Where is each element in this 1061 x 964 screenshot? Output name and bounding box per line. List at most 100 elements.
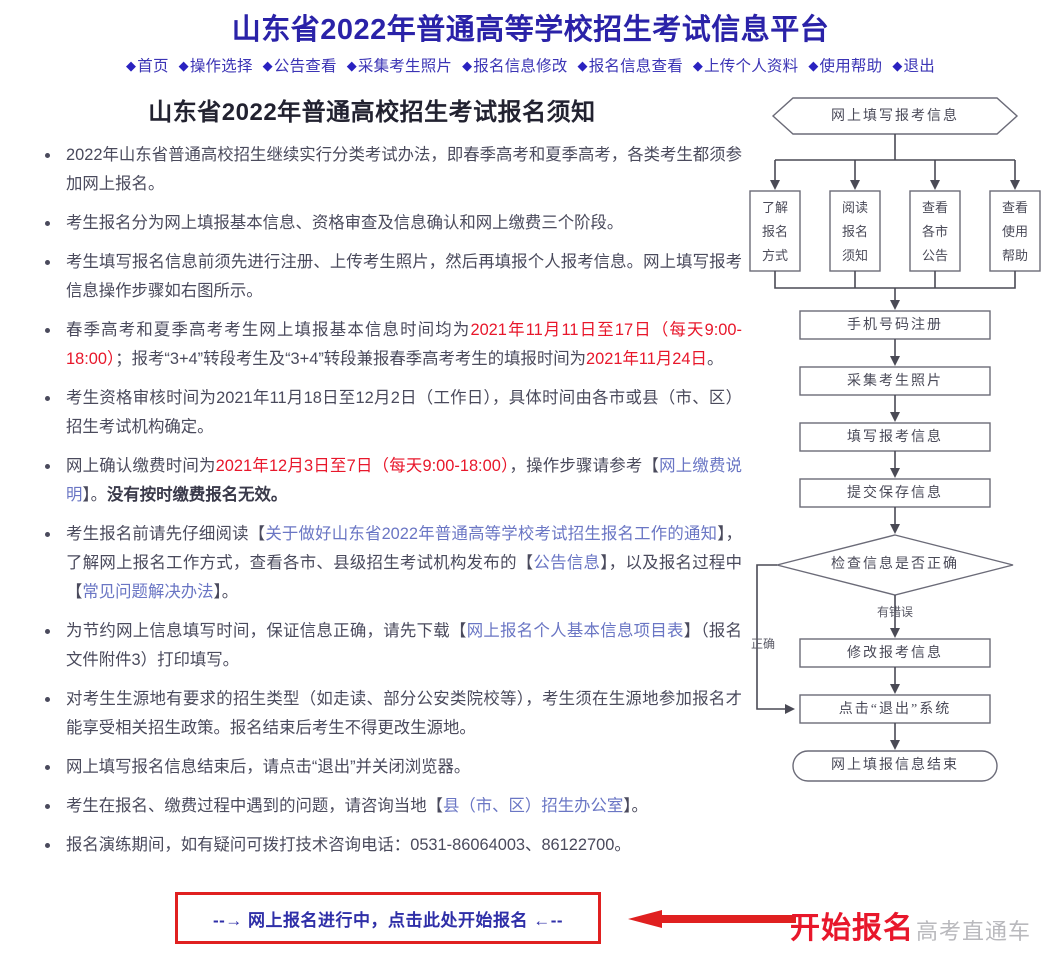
flow-branch-line: 公告 xyxy=(922,248,948,263)
inline-text: 没有按时缴费报名无效。 xyxy=(106,486,288,504)
red-arrow-icon xyxy=(628,910,796,928)
cta-row: --→ 网上报名进行中，点击此处开始报名 ←-- 开始报名 高考直通车 xyxy=(0,890,1061,964)
notice-list: 2022年山东省普通高校招生继续实行分类考试办法，即春季高考和夏季高考，各类考生… xyxy=(32,141,742,860)
flow-start-label: 网上填写报考信息 xyxy=(831,107,959,124)
nav-item-label: 使用帮助 xyxy=(819,58,883,75)
flow-branch-box-1 xyxy=(829,190,881,272)
inline-text: 2021年11月24日 xyxy=(586,350,707,368)
inline-text: 报名演练期间，如有疑问可拨打技术咨询电话：0531-86064003、86122… xyxy=(66,836,631,854)
site-header: 山东省2022年普通高等学校招生考试信息平台 ◆首页◆操作选择◆公告查看◆采集考… xyxy=(0,0,1061,78)
inline-link[interactable]: 网上报名个人基本信息项目表 xyxy=(466,622,684,640)
flow-branch-line: 须知 xyxy=(842,248,868,263)
inline-text: 对考生生源地有要求的招生类型（如走读、部分公安类院校等），考生须在生源地参加报名… xyxy=(66,690,742,737)
flow-branch-box-3 xyxy=(989,190,1041,272)
inline-text: 】。 xyxy=(213,583,239,601)
inline-text: 考生报名前请先仔细阅读【 xyxy=(66,525,266,543)
flow-start-shape xyxy=(771,97,1019,135)
inline-link[interactable]: 常见问题解决办法 xyxy=(82,583,214,601)
page-title: 山东省2022年普通高等学校招生考试信息平台 xyxy=(231,14,830,46)
inline-link[interactable]: 网上缴费说明 xyxy=(66,457,743,504)
registration-flowchart: 网上填写报考信息 了解报名方式 阅读报名须知 查看各市公告 查看使用帮助 xyxy=(745,88,1045,878)
item-read-notice: 考生报名前请先仔细阅读【关于做好山东省2022年普通高等学校考试招生报名工作的通… xyxy=(32,520,742,607)
diamond-bullet-icon: ◆ xyxy=(178,58,189,73)
inline-link[interactable]: 关于做好山东省2022年普通高等学校考试招生报名工作的通知 xyxy=(265,525,718,543)
flow-step-box-0 xyxy=(799,310,991,340)
notice-heading: 山东省2022年普通高校招生考试报名须知 xyxy=(148,99,596,126)
flow-branch-line: 报名 xyxy=(842,224,868,239)
diamond-bullet-icon: ◆ xyxy=(892,58,903,73)
item-hotline: 报名演练期间，如有疑问可拨打技术咨询电话：0531-86064003、86122… xyxy=(32,831,742,860)
flow-branch-line: 查看 xyxy=(1002,200,1028,215)
nav-item-2[interactable]: ◆公告查看 xyxy=(263,55,337,78)
nav-item-label: 采集考生照片 xyxy=(357,58,453,75)
flow-decision-label: 检查信息是否正确 xyxy=(831,555,959,572)
inline-text: 】，了解网上报名工作方式，查看各市、县级招生考试机构发布的【 xyxy=(66,525,743,572)
item-basic-info-time: 春季高考和夏季高考考生网上填报基本信息时间均为2021年11月11日至17日（每… xyxy=(32,316,742,374)
diamond-bullet-icon: ◆ xyxy=(462,58,473,73)
flow-branch-line: 阅读 xyxy=(842,200,868,215)
nav-item-3[interactable]: ◆采集考生照片 xyxy=(347,55,452,78)
flow-branch-line: 帮助 xyxy=(1002,248,1028,263)
nav-item-4[interactable]: ◆报名信息修改 xyxy=(462,55,567,78)
flow-fix-label: 修改报考信息 xyxy=(847,644,943,661)
inline-text: 考生资格审核时间为2021年11月18日至12月2日（工作日），具体时间由各市或… xyxy=(66,389,742,436)
diamond-bullet-icon: ◆ xyxy=(808,58,819,73)
flow-branch-line: 使用 xyxy=(1002,224,1028,239)
diamond-bullet-icon: ◆ xyxy=(577,58,588,73)
diamond-bullet-icon: ◆ xyxy=(126,58,137,73)
flow-step-label-2: 填写报考信息 xyxy=(847,428,943,445)
nav-item-0[interactable]: ◆首页 xyxy=(126,55,169,78)
inline-text: 。 xyxy=(706,350,724,368)
inline-text: 2022年山东省普通高校招生继续实行分类考试办法，即春季高考和夏季高考，各类考生… xyxy=(66,146,742,193)
nav-item-8[interactable]: ◆退出 xyxy=(892,55,935,78)
item-payment-time: 网上确认缴费时间为2021年12月3日至7日（每天9:00-18:00），操作步… xyxy=(32,452,742,510)
inline-text: 春季高考和夏季高考考生网上填报基本信息时间均为 xyxy=(66,321,471,339)
item-logout-browser: 网上填写报名信息结束后，请点击“退出”并关闭浏览器。 xyxy=(32,753,742,782)
main-nav: ◆首页◆操作选择◆公告查看◆采集考生照片◆报名信息修改◆报名信息查看◆上传个人资… xyxy=(0,55,1061,78)
nav-item-7[interactable]: ◆使用帮助 xyxy=(808,55,882,78)
start-registration-label: --→ 网上报名进行中，点击此处开始报名 ←-- xyxy=(212,910,564,930)
notice-article: 山东省2022年普通高校招生考试报名须知 2022年山东省普通高校招生继续实行分… xyxy=(32,92,742,870)
inline-link[interactable]: 公告信息 xyxy=(533,554,601,572)
item-consult-office: 考生在报名、缴费过程中遇到的问题，请咨询当地【县（市、区）招生办公室】。 xyxy=(32,792,742,821)
diamond-bullet-icon: ◆ xyxy=(346,58,357,73)
inline-text: 考生报名分为网上填报基本信息、资格审查及信息确认和网上缴费三个阶段。 xyxy=(66,214,624,232)
nav-item-1[interactable]: ◆操作选择 xyxy=(179,55,253,78)
nav-item-label: 退出 xyxy=(903,58,935,75)
flow-exit-box xyxy=(799,694,991,724)
item-source-place: 对考生生源地有要求的招生类型（如走读、部分公安类院校等），考生须在生源地参加报名… xyxy=(32,685,742,743)
flow-step-label-1: 采集考生照片 xyxy=(847,372,943,389)
flow-branch-line: 各市 xyxy=(922,224,948,239)
inline-text: 】。 xyxy=(82,486,107,504)
inline-text: 网上确认缴费时间为 xyxy=(66,457,216,475)
item-register-first: 考生填写报名信息前须先进行注册、上传考生照片，然后再填报个人报考信息。网上填写报… xyxy=(32,248,742,306)
nav-item-label: 报名信息查看 xyxy=(588,58,683,75)
flow-exit-label: 点击“退出”系统 xyxy=(839,701,951,717)
flow-ok-branch-label: 正确 xyxy=(751,637,775,651)
inline-text: 】，以及报名过程中【 xyxy=(66,554,742,601)
inline-text: ，操作步骤请参考【 xyxy=(509,457,660,475)
nav-item-label: 操作选择 xyxy=(189,58,253,75)
inline-text: ；报考“3+4”转段考生及“3+4”转段兼报春季高考考生的填报时间为 xyxy=(115,350,587,368)
item-download-form: 为节约网上信息填写时间，保证信息正确，请先下载【网上报名个人基本信息项目表】（报… xyxy=(32,617,742,675)
nav-item-5[interactable]: ◆报名信息查看 xyxy=(578,55,683,78)
nav-item-6[interactable]: ◆上传个人资料 xyxy=(693,55,798,78)
item-three-stages: 考生报名分为网上填报基本信息、资格审查及信息确认和网上缴费三个阶段。 xyxy=(32,209,742,238)
nav-item-label: 首页 xyxy=(137,58,169,75)
inline-text: 网上填写报名信息结束后，请点击“退出”并关闭浏览器。 xyxy=(66,758,471,776)
nav-item-label: 公告查看 xyxy=(273,58,337,75)
flow-branch-box-0 xyxy=(749,190,801,272)
item-classified-exam: 2022年山东省普通高校招生继续实行分类考试办法，即春季高考和夏季高考，各类考生… xyxy=(32,141,742,199)
start-registration-box[interactable]: --→ 网上报名进行中，点击此处开始报名 ←-- xyxy=(175,892,601,944)
inline-text: 为节约网上信息填写时间，保证信息正确，请先下载【 xyxy=(66,622,467,640)
inline-text: 2021年12月3日至7日（每天9:00-18:00） xyxy=(215,457,510,475)
flow-end-shape xyxy=(792,750,998,782)
flow-branch-line: 报名 xyxy=(762,224,788,239)
inline-text: 考生在报名、缴费过程中遇到的问题，请咨询当地【 xyxy=(66,797,443,815)
flow-step-label-3: 提交保存信息 xyxy=(847,484,943,501)
inline-link[interactable]: 县（市、区）招生办公室 xyxy=(442,797,624,815)
